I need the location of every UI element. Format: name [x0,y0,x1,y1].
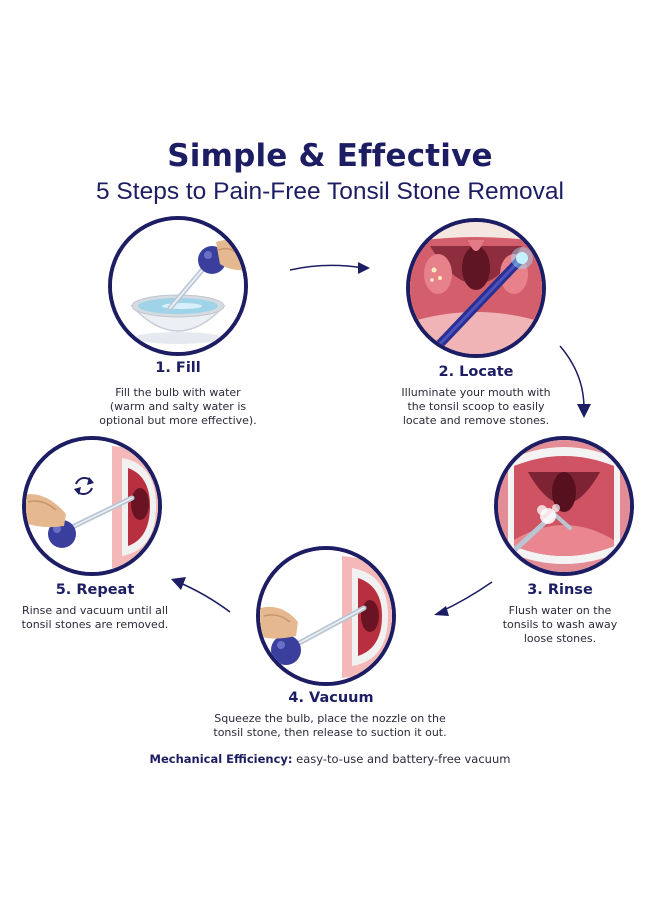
step-3-title: 3. Rinse [527,582,593,598]
step-3-description: Flush water on the tonsils to wash away … [502,604,618,645]
step-5-title: 5. Repeat [55,582,135,598]
throat-light-scoop-icon [410,222,542,354]
bulb-water-bowl-icon [112,220,244,352]
step-2-description: Illuminate your mouth with the tonsil sc… [401,386,551,427]
footer-note: Mechanical Efficiency: easy-to-use and b… [0,752,660,766]
footer-text: easy-to-use and battery-free vacuum [292,752,511,766]
step-5-image [22,436,162,576]
step-4-title: 4. Vacuum [288,690,374,706]
mouth-vacuum-icon [260,550,392,682]
footer-label: Mechanical Efficiency: [149,752,293,766]
step-2-title: 2. Locate [438,364,514,380]
step-1-title: 1. Fill [155,360,201,376]
step-1-image [108,216,248,356]
page-title: Simple & Effective [167,138,493,174]
step-3-image [494,436,634,576]
page-subtitle: 5 Steps to Pain-Free Tonsil Stone Remova… [95,178,564,205]
arrow-left-up-icon [171,577,231,613]
step-4-description: Squeeze the bulb, place the nozzle on th… [213,712,447,739]
arrow-left-down-icon [434,581,493,616]
arrow-right-icon [289,262,370,274]
step-2-image [406,218,546,358]
step-1-description: Fill the bulb with water (warm and salty… [99,386,257,427]
step-5-description: Rinse and vacuum until all tonsil stones… [21,604,169,631]
step-4-image [256,546,396,686]
repeat-icon [74,477,94,495]
repeat-mouth-icon [26,440,158,572]
mouth-rinse-icon [498,440,630,572]
arrow-down-icon [559,345,591,418]
